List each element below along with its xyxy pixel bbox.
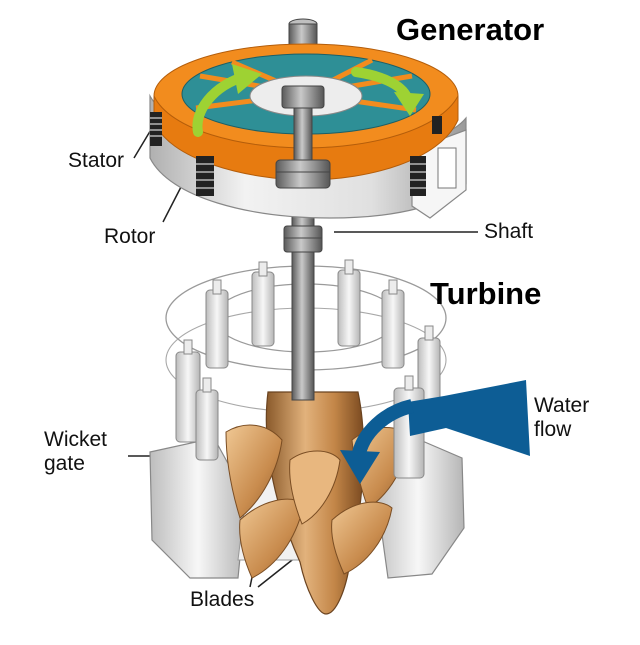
shaft-segment	[293, 107, 313, 161]
runner-blade	[289, 450, 341, 525]
stator-coils	[150, 112, 442, 196]
vane-stem	[202, 377, 212, 393]
vane-stem	[404, 375, 414, 391]
runner-blade	[239, 498, 305, 579]
generator-assembly	[149, 43, 467, 219]
water-flow-label-line2: flow	[534, 418, 572, 441]
rotation-arrow-right-head	[394, 92, 424, 116]
wicket-gate-label-line2: gate	[44, 452, 85, 475]
generator-title: Generator	[396, 12, 545, 47]
rotor-leader	[162, 184, 183, 223]
guide-vane	[337, 269, 361, 347]
shaft-top	[288, 23, 318, 47]
water-flow-label-line1: Water	[534, 394, 590, 417]
turbine-title: Turbine	[430, 276, 542, 311]
vane-stem	[183, 339, 193, 355]
water-flow-curve	[351, 399, 414, 460]
water-flow-arrow-icon	[340, 380, 530, 484]
vane-stem	[258, 261, 268, 277]
runner-blade	[331, 501, 393, 575]
shaft-label: Shaft	[484, 220, 534, 243]
guide-vane	[251, 271, 275, 347]
shaft-collar-mid	[275, 159, 331, 189]
stator-coil	[410, 156, 426, 196]
runner-blade	[225, 424, 283, 519]
rotor-label: Rotor	[104, 225, 156, 248]
vane-stem	[388, 279, 398, 295]
stator-label: Stator	[68, 149, 125, 172]
vane-stem	[424, 325, 434, 341]
blades-label: Blades	[190, 588, 255, 611]
water-flow-arrowhead	[340, 450, 380, 484]
stator-coil	[432, 116, 442, 134]
wicket-gate-label-line1: Wicket	[44, 428, 107, 451]
vane-stem	[344, 259, 354, 275]
shaft-collar-upper	[281, 85, 325, 109]
rotation-arrow-left-head	[232, 64, 262, 94]
water-flow-funnel	[408, 380, 530, 456]
vane-stem	[212, 279, 222, 295]
stator-coil	[150, 112, 162, 146]
stator-coil	[196, 156, 214, 196]
guide-vane	[205, 289, 229, 369]
stator-window	[437, 147, 457, 189]
vane-stems-front	[183, 325, 434, 393]
shaft-collar-lower	[283, 225, 323, 253]
curved-arrow-icon	[192, 64, 424, 137]
guide-vane	[381, 289, 405, 369]
stator-coil-lines	[150, 117, 426, 189]
guide-vane	[195, 389, 219, 461]
rotor-edge	[153, 95, 459, 181]
vane-stems-back	[212, 259, 398, 295]
stator-leader	[133, 127, 153, 159]
